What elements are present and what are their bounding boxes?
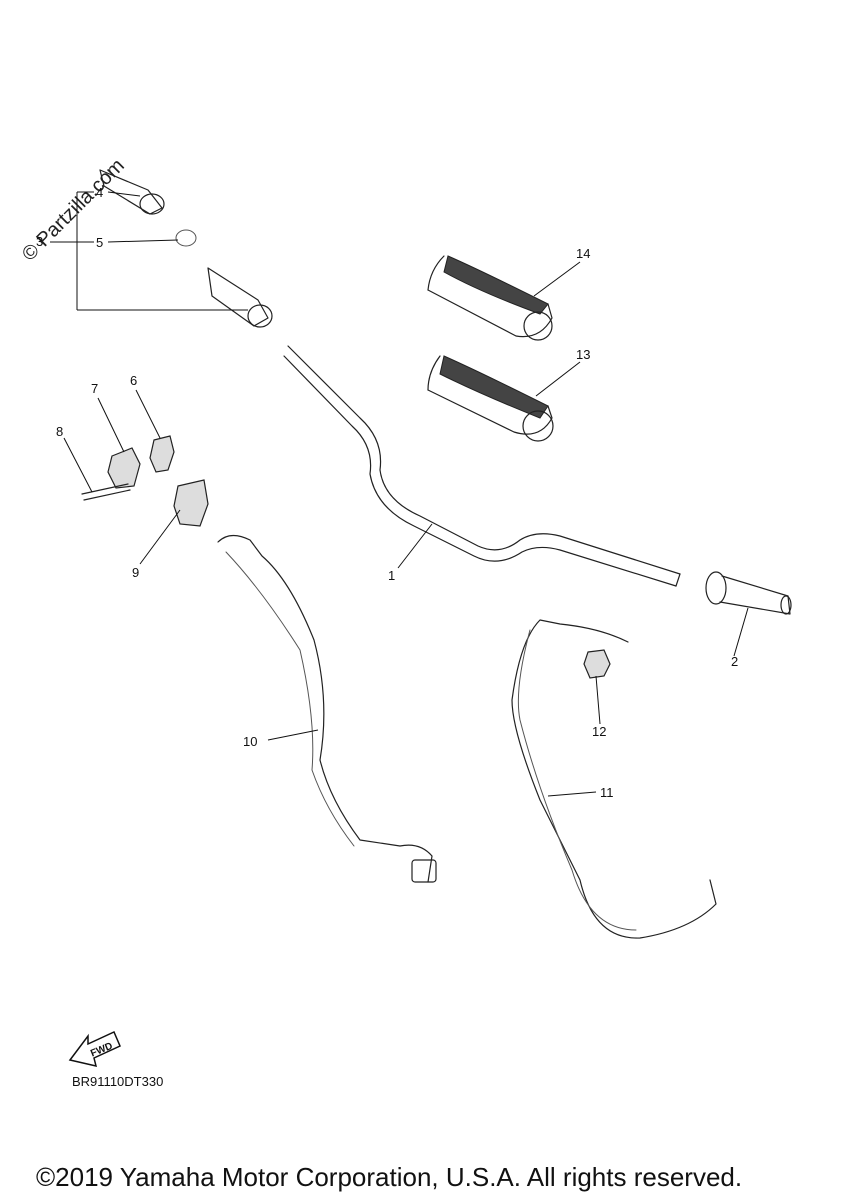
callout-5: 5 — [96, 235, 103, 250]
callout-6: 6 — [130, 373, 137, 388]
callout-7: 7 — [91, 381, 98, 396]
copyright-notice: ©2019 Yamaha Motor Corporation, U.S.A. A… — [36, 1162, 743, 1192]
part-4-grip[interactable] — [99, 169, 165, 215]
callout-11: 11 — [600, 785, 614, 800]
callout-13: 13 — [576, 347, 590, 362]
callout-12: 12 — [592, 724, 606, 739]
callout-9: 9 — [132, 565, 139, 580]
diagram-code: BR91110DT330 — [72, 1074, 164, 1089]
callout-3: 3 — [36, 234, 43, 249]
part-5-ring[interactable] — [175, 229, 197, 247]
part-12-clamp[interactable] — [583, 649, 611, 679]
callout-10: 10 — [243, 734, 257, 749]
part-2-grip[interactable] — [705, 571, 792, 615]
callout-8: 8 — [56, 424, 63, 439]
part-9-holder[interactable] — [173, 479, 209, 527]
part-3-throttle-grip[interactable] — [207, 267, 273, 328]
part-11-cable[interactable] — [511, 619, 717, 939]
callout-2: 2 — [731, 654, 738, 669]
part-7-holder[interactable] — [107, 447, 141, 489]
callout-1: 1 — [388, 568, 395, 583]
part-8-bolt[interactable] — [81, 483, 131, 501]
callout-4: 4 — [96, 185, 103, 200]
fwd-arrow-icon: FWD — [68, 1030, 121, 1068]
part-14-grip[interactable] — [427, 255, 553, 341]
part-10-cable[interactable] — [217, 534, 437, 883]
part-1-handlebar[interactable] — [283, 345, 681, 587]
part-6-holder[interactable] — [149, 435, 175, 473]
part-13-grip[interactable] — [427, 355, 554, 442]
callout-14: 14 — [576, 246, 590, 261]
